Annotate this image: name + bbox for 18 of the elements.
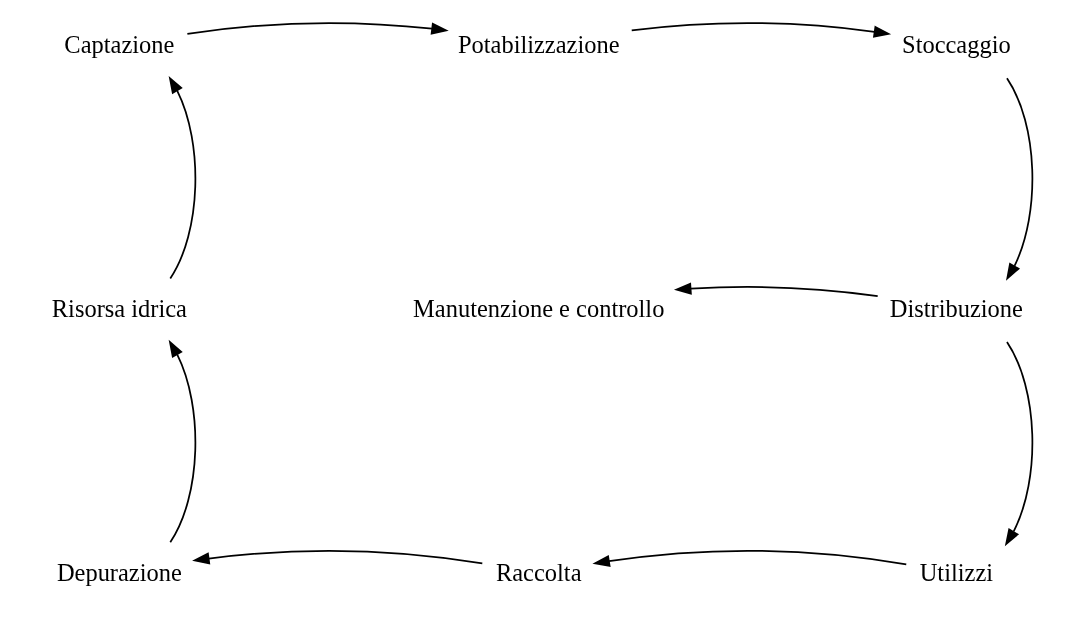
node-text: Raccolta <box>495 558 582 586</box>
arrow <box>168 75 196 280</box>
arrow <box>673 282 879 297</box>
node-text: Risorsa idrica <box>51 294 187 322</box>
node-text: Depurazione <box>56 558 182 586</box>
arrow <box>630 22 891 38</box>
arrow <box>1005 77 1033 281</box>
node-text: Captazione <box>63 31 174 59</box>
node-text: Potabilizzazione <box>457 31 620 59</box>
arrow <box>168 339 196 544</box>
node-text: Stoccaggio <box>901 31 1011 59</box>
node-text: Distribuzione <box>889 294 1023 322</box>
node-text: Utilizzi <box>919 558 993 586</box>
arrow <box>191 549 483 565</box>
arrow <box>1004 341 1033 547</box>
arrow <box>186 22 449 35</box>
node-text: Manutenzione e controllo <box>412 294 664 322</box>
arrow <box>591 549 907 568</box>
